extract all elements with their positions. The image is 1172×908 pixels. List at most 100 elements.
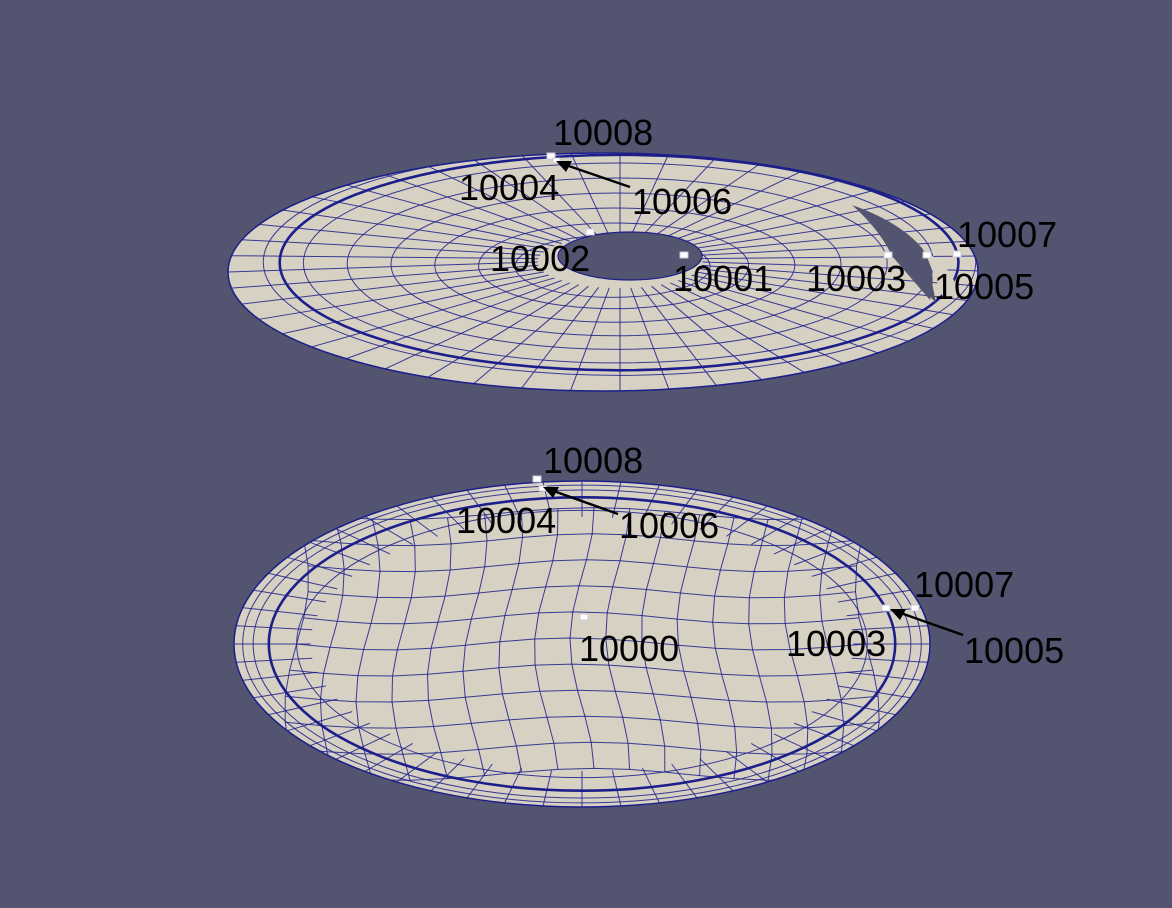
label-top-10002: 10002 [490, 238, 590, 279]
top-mesh-spoke [380, 172, 570, 242]
top-mesh-spoke [678, 183, 899, 244]
top-mesh-spoke [670, 282, 860, 372]
bottom-mesh-spoke [392, 751, 438, 786]
top-mesh-spoke [696, 271, 978, 321]
bottom-arrowhead-10006 [543, 487, 559, 498]
bottom-mesh-spoke [671, 763, 700, 802]
label-bottom-10007: 10007 [914, 564, 1014, 605]
bottom-mesh-spoke [262, 698, 338, 717]
top-slot-gap [893, 256, 936, 303]
bottom-mesh-spoke [726, 502, 772, 537]
bottom-mesh-spoke [281, 711, 353, 733]
bottom-mesh-spoke [671, 486, 700, 525]
top-mesh-spoke [651, 156, 771, 239]
bottom-mesh-spoke [851, 624, 930, 631]
bottom-mesh-spoke [235, 671, 318, 682]
label-bottom-10003: 10003 [786, 623, 886, 664]
bottom-mesh-grid-line [303, 533, 862, 547]
bottom-mesh-spoke [699, 758, 737, 795]
marker-top-10001 [679, 251, 689, 259]
top-mesh-spoke [307, 195, 555, 247]
bottom-mesh-spoke [641, 481, 662, 521]
top-arrow-10006 [559, 161, 631, 189]
top-arrowhead-10006 [556, 161, 572, 172]
label-top-10008: 10008 [553, 112, 653, 153]
bottom-mesh-spoke [330, 733, 391, 763]
top-mesh-spoke [468, 285, 589, 388]
top-mesh-spoke [341, 280, 562, 361]
bottom-mesh-grid-line [308, 559, 857, 573]
bottom-mesh-spoke [464, 763, 493, 802]
top-annular-mesh [227, 152, 979, 392]
top-mesh-spoke [660, 284, 818, 381]
bottom-mesh-spoke [773, 525, 834, 555]
label-bottom-10006: 10006 [619, 505, 719, 546]
top-mesh-spoke [422, 284, 580, 381]
bottom-mesh-spoke [773, 733, 834, 763]
label-bottom-10000: 10000 [579, 628, 679, 669]
label-top-10005: 10005 [934, 266, 1034, 307]
top-mesh-spoke [651, 285, 772, 388]
label-bottom-10004: 10004 [456, 500, 556, 541]
label-top-10001: 10001 [673, 258, 773, 299]
bottom-mesh-spoke [826, 698, 902, 717]
bottom-mesh-spoke [427, 758, 465, 795]
bottom-mesh-spoke [235, 606, 318, 617]
top-mesh-spoke [278, 209, 549, 250]
marker-top-10002 [585, 228, 595, 236]
top-mesh-spoke [517, 286, 600, 391]
bottom-mesh-spoke [502, 767, 523, 807]
marker-top-10007 [952, 250, 962, 258]
label-bottom-10008: 10008 [543, 440, 643, 481]
top-mesh-spoke [691, 209, 962, 250]
marker-top-10008 [546, 152, 556, 160]
top-mesh-spoke [685, 277, 933, 349]
label-top-10007: 10007 [957, 214, 1057, 255]
bottom-mesh-grid-line [285, 715, 880, 729]
top-mesh-spoke [685, 195, 933, 247]
top-mesh-spoke [256, 223, 544, 253]
bottom-mesh-grid-line [289, 741, 876, 755]
top-inner-hole [557, 231, 703, 281]
bottom-mesh-spoke [699, 493, 737, 530]
top-node-markers [546, 152, 962, 259]
top-mesh-spoke [307, 277, 555, 349]
top-mesh-spoke [699, 268, 978, 305]
bottom-mesh-spoke [611, 770, 623, 807]
bottom-mesh-spoke [427, 493, 465, 530]
top-mesh-spoke [661, 163, 818, 240]
top-mesh-spoke [670, 172, 860, 242]
top-mesh-spoke [640, 153, 723, 238]
top-mesh-ring [390, 192, 842, 337]
marker-bottom-10008 [532, 475, 542, 483]
bottom-mesh-spoke [611, 481, 623, 518]
top-mesh-spoke [229, 264, 539, 289]
label-top-10004: 10004 [459, 167, 559, 208]
bottom-mesh-spoke [330, 525, 391, 555]
top-slot-lip [925, 252, 958, 302]
bottom-mesh-spoke [502, 481, 523, 521]
top-mesh-spoke [517, 153, 600, 238]
bottom-mesh-spoke [464, 486, 493, 525]
top-mesh-spoke [678, 280, 899, 361]
top-mesh-spoke [239, 239, 541, 256]
bottom-mesh-spoke [794, 539, 860, 566]
bottom-mesh-spoke [750, 742, 804, 775]
marker-top-10005 [922, 251, 932, 259]
bottom-mesh-grid-line [308, 585, 856, 599]
top-mesh-spoke [341, 183, 562, 244]
bottom-mesh-spoke [838, 588, 918, 603]
top-mesh-ring [478, 222, 750, 310]
marker-top-10006 [552, 157, 561, 164]
bottom-mesh-grid-line [285, 689, 879, 703]
bottom-mesh-spoke [541, 481, 553, 518]
top-mesh-spoke [469, 156, 589, 239]
top-mesh-spoke [228, 261, 538, 273]
bottom-mesh-grid-line [303, 611, 860, 625]
top-mesh-spoke [701, 264, 978, 289]
bottom-arrow-10005 [894, 609, 964, 637]
bottom-mesh-grid-line [296, 637, 866, 651]
top-mesh-spoke [630, 287, 672, 391]
bottom-mesh-spoke [811, 555, 883, 577]
